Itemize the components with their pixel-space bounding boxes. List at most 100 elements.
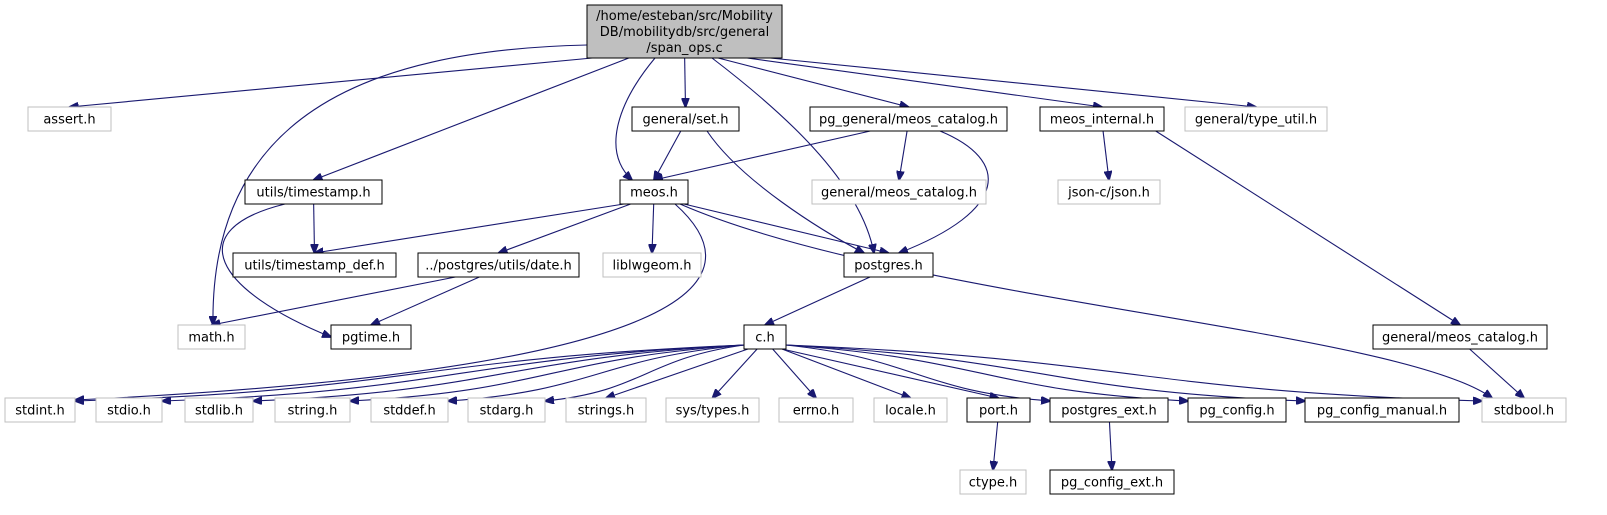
node-box	[1304, 397, 1460, 423]
node-box	[417, 252, 580, 278]
node-box	[27, 106, 112, 132]
edge-root-to-meos	[615, 57, 656, 180]
edge-c_h-to-pg_config	[785, 344, 1188, 401]
node-general-type-util: general/type_util.h	[1184, 106, 1328, 132]
node-label: ../postgres/utils/date.h	[425, 259, 572, 274]
node-utils-timestamp[interactable]: utils/timestamp.h	[244, 179, 383, 205]
node-meos[interactable]: meos.h	[619, 179, 689, 205]
node-box	[1184, 106, 1328, 132]
node-strings: strings.h	[565, 397, 647, 423]
node-postgres-ext[interactable]: postgres_ext.h	[1049, 397, 1169, 423]
edge-meos-to-postgres_utils_date	[499, 203, 631, 253]
node-stdio: stdio.h	[95, 397, 163, 423]
node-c-h[interactable]: c.h	[743, 324, 787, 350]
node-locale: locale.h	[873, 397, 948, 423]
node-meos-internal[interactable]: meos_internal.h	[1039, 106, 1165, 132]
edge-meos_internal-to-json_c	[1102, 130, 1109, 180]
node-box	[619, 179, 689, 205]
node-root[interactable]: /home/esteban/src/MobilityDB/mobilitydb/…	[586, 4, 783, 59]
edge-root-to-postgres	[711, 57, 874, 253]
edge-root-to-general_set	[685, 57, 686, 107]
edge-c_h-to-locale	[781, 348, 911, 398]
node-label: postgres_ext.h	[1061, 404, 1157, 419]
node-postgres-utils-date[interactable]: ../postgres/utils/date.h	[417, 252, 580, 278]
node-box	[602, 252, 702, 278]
edge-c_h-to-stdint	[75, 344, 745, 401]
node-label: pg_config_manual.h	[1317, 404, 1447, 419]
node-box	[843, 252, 934, 278]
edge-postgres-to-c_h	[765, 276, 871, 325]
edge-c_h-to-stdio	[162, 344, 745, 401]
node-box	[665, 397, 760, 423]
node-label: utils/timestamp_def.h	[244, 259, 385, 274]
node-pg-config-manual[interactable]: pg_config_manual.h	[1304, 397, 1460, 423]
node-label: stdbool.h	[1494, 404, 1554, 419]
node-label: ctype.h	[969, 476, 1018, 491]
node-box	[244, 179, 383, 205]
node-label: stdint.h	[15, 404, 64, 419]
edge-root-to-meos_internal	[747, 57, 1102, 107]
node-label: strings.h	[578, 404, 634, 419]
node-liblwgeom: liblwgeom.h	[602, 252, 702, 278]
edge-utils_timestamp-to-pgtime	[221, 203, 331, 337]
node-general-meos-catalog[interactable]: general/meos_catalog.h	[1372, 324, 1548, 350]
node-box	[467, 397, 546, 423]
edge-c_h-to-stdbool	[785, 344, 1482, 401]
edge-postgres_utils_date-to-pgtime	[371, 276, 480, 325]
edge-c_h-to-errno	[772, 348, 816, 398]
node-box	[811, 179, 987, 205]
node-stdbool: stdbool.h	[1481, 397, 1567, 423]
node-label: general/meos_catalog.h	[821, 186, 977, 201]
node-label: DB/mobilitydb/src/general	[600, 25, 769, 40]
edge-c_h-to-stdlib	[253, 344, 745, 401]
node-postgres[interactable]: postgres.h	[843, 252, 934, 278]
node-label: sys/types.h	[676, 404, 750, 419]
node-box	[177, 324, 246, 350]
node-json-c: json-c/json.h	[1057, 179, 1161, 205]
node-label: general/type_util.h	[1195, 113, 1317, 128]
edge-pg_general_meos_catalog-to-postgres	[899, 130, 989, 253]
edge-c_h-to-sys_types	[713, 348, 758, 398]
node-port[interactable]: port.h	[966, 397, 1031, 423]
node-pg-config[interactable]: pg_config.h	[1187, 397, 1287, 423]
node-box	[232, 252, 397, 278]
node-pgtime[interactable]: pgtime.h	[330, 324, 412, 350]
node-math: math.h	[177, 324, 246, 350]
edge-postgres_utils_date-to-math	[212, 276, 456, 325]
node-label: c.h	[755, 331, 775, 346]
edge-general_meos_catalog-to-stdbool	[1469, 348, 1524, 398]
node-label: pgtime.h	[342, 331, 400, 346]
node-box	[1049, 469, 1175, 495]
edge-c_h-to-string	[350, 344, 745, 401]
node-box	[370, 397, 449, 423]
node-stdlib: stdlib.h	[184, 397, 254, 423]
edge-meos-to-liblwgeom	[652, 203, 654, 253]
edge-c_h-to-stddef	[448, 344, 745, 401]
node-label: pg_config_ext.h	[1061, 476, 1163, 491]
edge-meos-to-postgres	[683, 203, 889, 253]
node-utils-timestamp-def[interactable]: utils/timestamp_def.h	[232, 252, 397, 278]
node-label: pg_general/meos_catalog.h	[819, 113, 998, 128]
node-box	[274, 397, 351, 423]
node-assert: assert.h	[27, 106, 112, 132]
edge-root-to-math	[213, 44, 588, 325]
node-box	[1049, 397, 1169, 423]
node-pg-config-ext[interactable]: pg_config_ext.h	[1049, 469, 1175, 495]
edge-root-to-general_type_util	[770, 57, 1256, 107]
node-general-set[interactable]: general/set.h	[631, 106, 740, 132]
node-label: locale.h	[885, 404, 936, 419]
node-label: meos.h	[630, 186, 678, 201]
edge-meos_internal-to-general_meos_catalog	[1155, 130, 1460, 325]
node-label: port.h	[979, 404, 1018, 419]
node-box	[330, 324, 412, 350]
node-label: /span_ops.c	[646, 41, 722, 56]
node-pg-general-meos-catalog[interactable]: pg_general/meos_catalog.h	[809, 106, 1008, 132]
edge-meos-to-stdint	[75, 203, 707, 400]
node-label: string.h	[288, 404, 338, 419]
node-box	[966, 397, 1031, 423]
node-box	[1372, 324, 1548, 350]
edge-c_h-to-pg_config_manual	[785, 344, 1305, 401]
node-box	[743, 324, 787, 350]
edge-port-to-ctype	[993, 421, 999, 470]
